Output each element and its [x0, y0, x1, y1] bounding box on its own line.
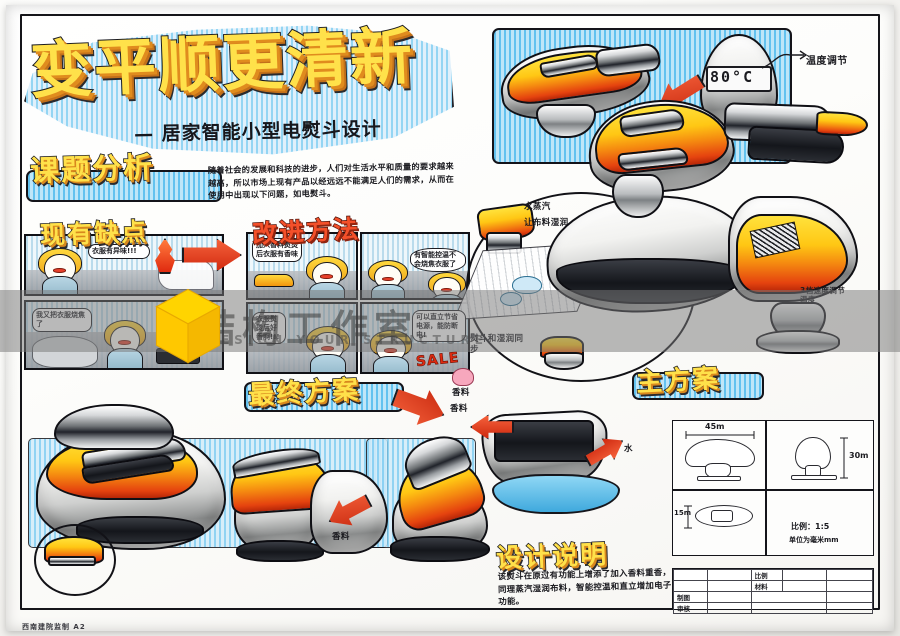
cartoon-person	[428, 272, 466, 298]
annotation-temp-adjust: 温度调节	[806, 56, 848, 67]
storyboard-panel-method-3: 衣服熨烫后好香啊!!!	[246, 302, 358, 374]
speech-bubble: 衣服有异味!!!	[88, 244, 150, 259]
section-tag-methods: 改进方法	[251, 213, 362, 249]
title-block-label-drafter: 制图	[673, 591, 708, 603]
annotation-spice: 香料	[452, 388, 470, 398]
annotation-spice: 香料	[332, 532, 350, 542]
three-view-drawing: 45m 30m 15m 比例：1:5 单位为毫米mm	[672, 420, 874, 556]
watermark-cube-logo	[155, 288, 221, 364]
steam-puff-icon	[500, 292, 522, 306]
spice-flower-icon	[452, 368, 474, 386]
title-block-cell	[826, 580, 873, 592]
detail-callout-circle	[34, 524, 116, 596]
title-block-cell	[706, 580, 752, 592]
dim-line-length	[685, 431, 755, 439]
section-tag-main-scheme: 主方案	[635, 363, 722, 399]
section-tag-defects: 现有缺点	[39, 216, 150, 250]
water-tank-cavity	[494, 420, 594, 462]
design-note-body: 该熨斗在原过有功能上增添了加入香料重香，同理蒸汽湿润布料，智能控温和直立增加电子…	[497, 566, 672, 607]
annotation-steam: 水蒸汽	[524, 202, 551, 212]
cartoon-person	[38, 248, 82, 294]
cartoon-person	[104, 320, 146, 368]
annotation-steam-effect: 让布料湿润	[524, 218, 569, 228]
annotation-water: 水	[624, 444, 633, 454]
ortho-top-detail	[711, 510, 733, 522]
speech-bubble: 可以直立节省电源，能防断电!	[412, 310, 466, 343]
annotation-spice: 香料	[450, 404, 468, 414]
ortho-front-view	[795, 437, 831, 469]
ortho-side-base	[697, 476, 741, 481]
title-block-cell	[826, 591, 873, 603]
title-block-cell	[750, 591, 828, 603]
storyboard-panel-defect-1: 衣服有异味!!!	[24, 234, 224, 296]
dim-line-height	[840, 437, 848, 479]
cartoon-person	[306, 256, 348, 298]
storyboard-panel-method-2: 有智能控温不会烧焦衣服了	[360, 232, 470, 300]
scale-note: 比例：1:5	[791, 522, 830, 531]
title-block-cell	[673, 569, 708, 581]
dimension-length: 45m	[705, 422, 725, 431]
title-block-cell	[673, 580, 708, 592]
dim-line-width	[684, 505, 692, 529]
product-base-shadow	[390, 536, 490, 562]
section-tag-analysis: 课题分析	[29, 149, 156, 189]
analysis-body-text: 随着社会的发展和科技的进步，人们对生活水平和质量的要求越来越高，所以市场上现有产…	[207, 160, 455, 201]
title-block-cell	[750, 602, 828, 614]
title-block-cell	[826, 602, 873, 614]
title-block-value-drafter[interactable]	[706, 591, 752, 603]
water-pool	[492, 474, 620, 514]
unit-note: 单位为毫米mm	[789, 536, 839, 544]
annotation-iron-sync: 熨斗和湿润同步	[470, 334, 524, 355]
temperature-value: 80°C	[710, 68, 755, 86]
title-banner-swoosh	[24, 25, 454, 155]
main-product-neck	[612, 174, 664, 218]
title-block-value-reviewer[interactable]	[706, 602, 752, 614]
fire-icon	[155, 238, 175, 274]
title-block-label-scale: 比例	[750, 569, 784, 581]
title-block-value-scale[interactable]	[782, 569, 828, 581]
ortho-front-base	[791, 475, 837, 480]
title-block-label-reviewer: 审核	[673, 602, 708, 614]
product-handle	[54, 404, 174, 450]
cartoon-person	[370, 330, 412, 372]
analysis-tag-backdrop	[26, 170, 222, 202]
board-footer-note: 西南建院监制 A2	[22, 623, 86, 631]
callout-small-stand	[544, 352, 584, 370]
page-title: 变平顺更清新	[28, 19, 417, 109]
speech-bubble: 衣服熨烫后好香啊!!!	[252, 312, 286, 345]
product-base-shadow	[236, 540, 324, 562]
temperature-display	[706, 66, 772, 92]
storyboard-panel-method-4: 可以直立节省电源，能防断电! SALE	[360, 302, 470, 374]
title-block-cell	[826, 569, 873, 581]
burnt-clothes-shape	[32, 336, 98, 368]
product-render-cover	[310, 470, 388, 554]
speech-bubble: 有智能控温不会烧焦衣服了	[410, 248, 466, 272]
cartoon-person	[368, 260, 408, 298]
dimension-height: 30m	[849, 451, 869, 460]
title-block-label-material: 材料	[750, 580, 784, 592]
leader-line-temp	[761, 50, 808, 69]
detail-callout-vent	[48, 556, 96, 566]
section-tag-final: 最终方案	[247, 374, 362, 411]
title-block-value-material[interactable]	[782, 580, 828, 592]
steam-puff-icon	[512, 276, 542, 294]
cartoon-person	[306, 326, 350, 372]
product-stand	[536, 104, 596, 138]
title-block-table: 比例 材料 制图 审核	[672, 568, 874, 614]
speech-bubble: 加入香料熨烫后衣服有香味	[252, 238, 302, 262]
speech-bubble: 我又把衣服烧焦了	[32, 308, 92, 332]
dimension-width: 15m	[674, 509, 692, 517]
final-tag-backdrop	[244, 382, 404, 412]
title-block-cell	[706, 569, 752, 581]
iron-icon	[254, 274, 294, 287]
secondary-base-disc	[756, 330, 840, 354]
main-scheme-backdrop	[632, 372, 764, 400]
